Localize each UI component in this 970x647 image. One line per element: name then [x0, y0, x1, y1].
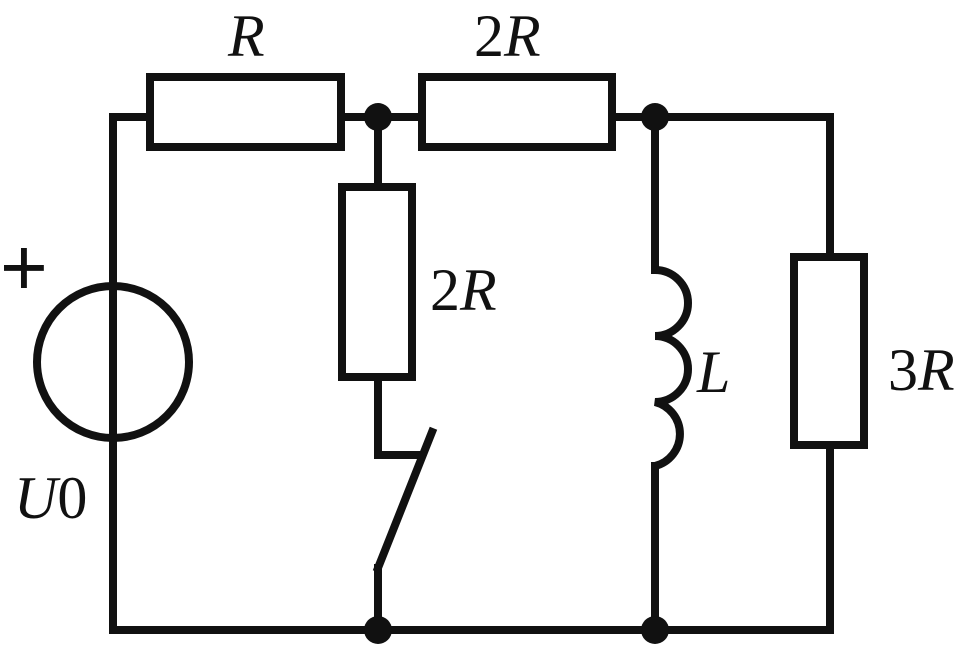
wire-mid-lower: [374, 373, 422, 459]
switch-blade[interactable]: [372, 426, 438, 574]
label-source-polarity: +: [0, 222, 48, 313]
label-resistor-right: 3R: [888, 337, 955, 403]
label-resistor-top-right: 2R: [474, 3, 541, 69]
junction-node-bottom-middle: [364, 616, 392, 644]
resistor-right: [790, 253, 868, 449]
label-inductor: L: [696, 339, 730, 405]
label-source: U0: [14, 465, 87, 531]
label-resistor-top-left: R: [227, 3, 265, 69]
label-resistor-middle: 2R: [430, 257, 497, 323]
junction-node-bottom-right: [641, 616, 669, 644]
resistor-top-left: [146, 73, 345, 151]
resistor-middle: [338, 183, 416, 381]
resistor-top-right: [418, 73, 616, 151]
junction-node-top-right: [641, 103, 669, 131]
inductor-coil: [651, 266, 692, 470]
junction-node-top-middle: [364, 103, 392, 131]
